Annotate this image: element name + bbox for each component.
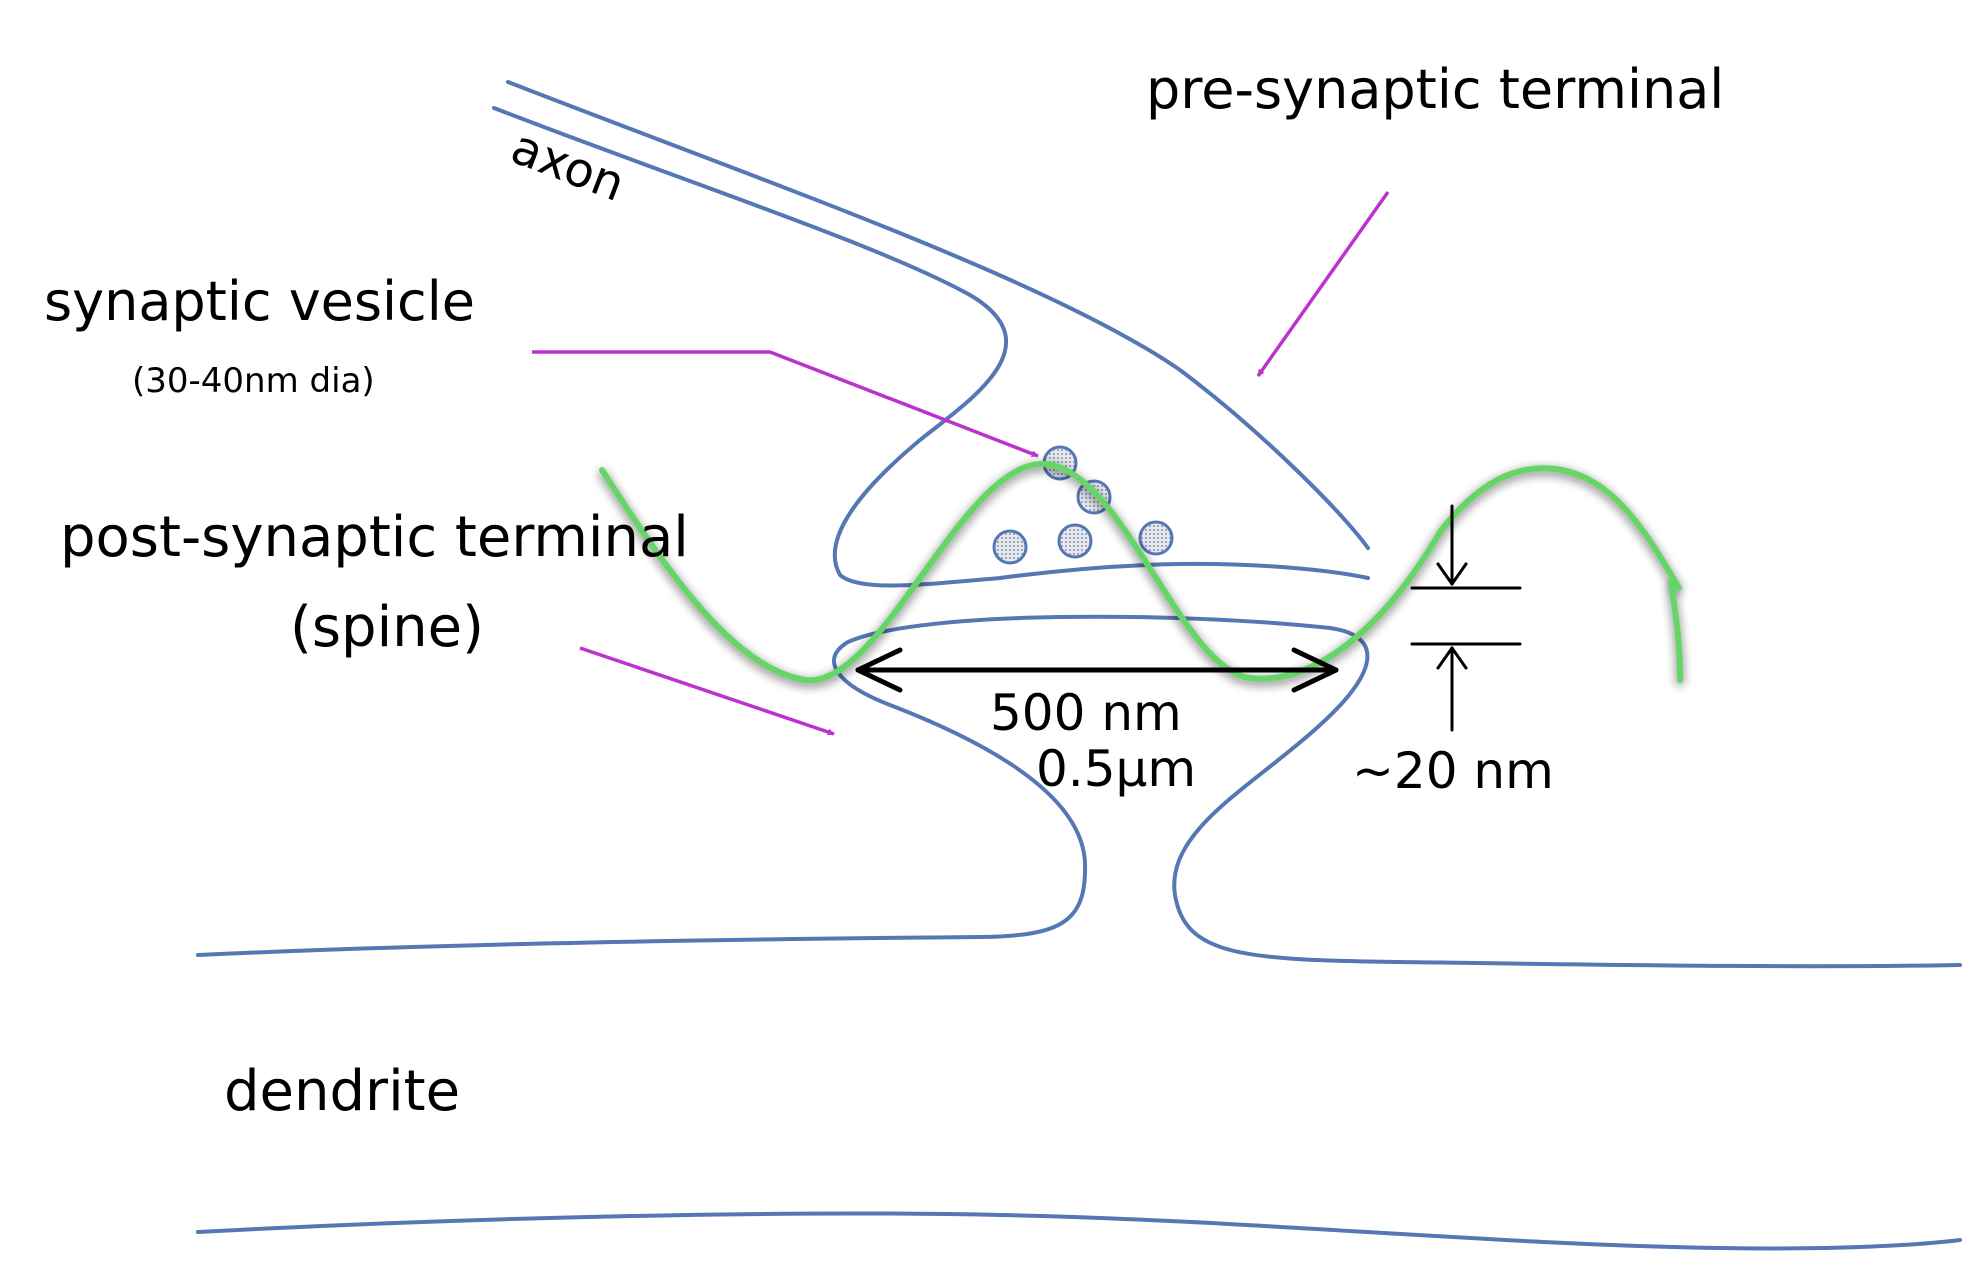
post-synaptic-terminal-label: post-synaptic terminal	[60, 505, 689, 570]
synaptic-vesicle-label: synaptic vesicle	[44, 270, 475, 333]
axon-label: axon	[504, 119, 632, 213]
vesicle	[992, 529, 1028, 565]
vesicle	[1138, 520, 1174, 556]
dendrite-label: dendrite	[224, 1059, 460, 1124]
post-synaptic-pointer-arrow	[579, 646, 835, 736]
synaptic-vesicles	[992, 445, 1174, 565]
width-um-label: 0.5μm	[1036, 740, 1196, 798]
gap-dimension-marker	[1410, 504, 1522, 732]
spine-label: (spine)	[290, 595, 484, 660]
pre-synaptic-pointer-arrow	[1256, 190, 1390, 378]
dendrite-lower-membrane	[196, 1211, 1962, 1251]
dendrite-upper-membrane	[196, 614, 1962, 969]
wave-curve	[599, 460, 1683, 684]
vesicle-size-label: (30-40nm dia)	[132, 361, 375, 401]
pre-synaptic-terminal-label: pre-synaptic terminal	[1146, 58, 1724, 121]
gap-label: ~20 nm	[1352, 742, 1554, 800]
width-dimension-arrow	[855, 647, 1339, 693]
vesicle	[1057, 523, 1093, 559]
width-nm-label: 500 nm	[990, 684, 1182, 742]
axon-upper-membrane	[506, 80, 1370, 550]
axon-lower-membrane	[492, 106, 1370, 588]
pointer-arrows	[532, 190, 1390, 736]
vesicle-pointer-arrow	[532, 350, 1039, 458]
